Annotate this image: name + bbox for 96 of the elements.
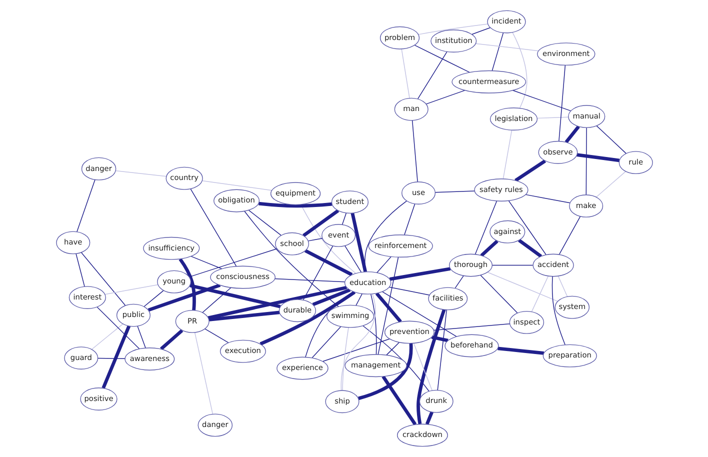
connector xyxy=(304,291,354,358)
connector xyxy=(312,288,350,306)
connector xyxy=(381,291,456,337)
connector xyxy=(160,329,183,350)
connector xyxy=(311,326,341,358)
connector xyxy=(436,310,446,391)
connector xyxy=(96,306,140,350)
connector xyxy=(207,286,347,320)
connector xyxy=(75,253,84,287)
connector xyxy=(362,325,429,392)
connector xyxy=(189,284,280,308)
connector xyxy=(143,290,164,307)
connector xyxy=(576,153,620,162)
connector xyxy=(502,130,512,180)
connector xyxy=(416,51,447,100)
connector xyxy=(474,43,538,52)
connector xyxy=(340,294,376,391)
connector xyxy=(471,27,490,35)
connector xyxy=(557,276,568,297)
connector xyxy=(114,170,166,177)
connector xyxy=(480,274,518,314)
connector xyxy=(400,48,410,99)
connector xyxy=(418,24,488,35)
connector xyxy=(190,188,236,266)
connector xyxy=(201,180,272,191)
connector xyxy=(480,240,498,257)
connector xyxy=(274,278,345,282)
connector xyxy=(412,342,432,391)
connector xyxy=(512,32,527,108)
connector xyxy=(370,294,376,355)
connector xyxy=(491,32,504,72)
connector xyxy=(97,358,125,360)
connector xyxy=(454,275,464,289)
connector xyxy=(248,210,281,236)
connector xyxy=(558,216,580,255)
connector xyxy=(104,284,158,295)
connector xyxy=(424,411,433,425)
connector xyxy=(434,190,474,193)
connector xyxy=(208,310,280,322)
connector xyxy=(388,267,450,281)
connector xyxy=(432,323,510,331)
connector xyxy=(386,342,400,356)
connector xyxy=(430,335,448,342)
connector xyxy=(486,272,558,302)
connector xyxy=(178,258,196,310)
connector xyxy=(474,200,497,255)
connector xyxy=(530,276,548,312)
connector xyxy=(536,116,568,119)
connector xyxy=(497,346,544,355)
connector xyxy=(136,326,146,348)
connector xyxy=(364,200,407,272)
connector xyxy=(508,200,546,256)
connector xyxy=(596,171,626,198)
connector xyxy=(414,44,470,73)
connector xyxy=(322,338,390,362)
connector xyxy=(259,290,356,346)
connector xyxy=(388,286,430,296)
connector xyxy=(524,194,570,204)
connector xyxy=(202,287,231,313)
connector xyxy=(512,90,571,112)
connector xyxy=(76,179,95,232)
connector xyxy=(404,204,415,236)
connector xyxy=(147,284,220,312)
connector xyxy=(258,202,332,208)
connector xyxy=(491,264,533,266)
connector xyxy=(90,324,123,350)
connector xyxy=(381,376,416,426)
connector xyxy=(596,125,626,154)
connector xyxy=(80,252,126,306)
connector xyxy=(194,332,213,414)
connector xyxy=(307,238,322,242)
connector xyxy=(344,245,362,273)
connector xyxy=(411,120,418,182)
connector xyxy=(425,90,465,104)
connector xyxy=(342,327,348,391)
connector xyxy=(204,328,228,344)
connector xyxy=(341,212,346,225)
connector xyxy=(376,256,392,274)
connector xyxy=(564,126,580,144)
connector xyxy=(514,160,546,182)
connector xyxy=(374,292,402,323)
connector xyxy=(518,238,542,258)
connector xyxy=(244,210,338,308)
connector xyxy=(558,64,566,142)
connector xyxy=(101,325,130,389)
connector xyxy=(358,343,412,400)
connector xyxy=(190,256,222,270)
connector xyxy=(350,212,367,272)
connector xyxy=(304,249,352,276)
connector xyxy=(302,246,333,300)
connector xyxy=(302,209,339,237)
connector xyxy=(416,309,446,424)
connector xyxy=(355,293,362,306)
connector xyxy=(551,276,565,346)
connector xyxy=(585,127,586,196)
connector xyxy=(377,256,398,355)
